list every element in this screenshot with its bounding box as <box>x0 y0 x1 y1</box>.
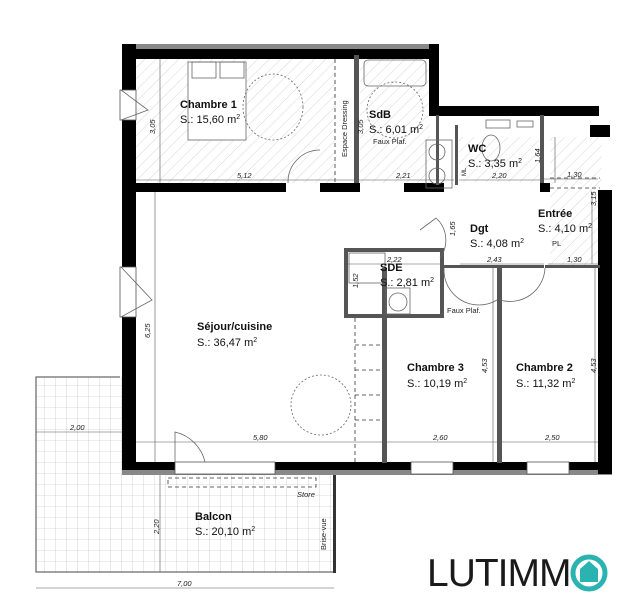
dim-sdb-height: 3,05 <box>356 119 365 134</box>
balcony-area <box>35 376 336 573</box>
dim-balcon-total-width: 7,00 <box>177 579 192 588</box>
room-area: S.: 2,81 m2 <box>380 277 435 289</box>
interior-walls <box>136 55 600 463</box>
room-entree: Entrée S.: 4,10 m2 <box>538 209 592 235</box>
room-area: S.: 3,35 m2 <box>468 158 523 170</box>
room-balcon: Balcon S.: 20,10 m2 <box>195 512 255 538</box>
room-sde: SDE S.: 2,81 m2 <box>380 263 434 289</box>
dim-chambre2-height: 4,53 <box>589 358 598 373</box>
room-sejour: Séjour/cuisine S.: 36,47 m2 <box>197 322 272 349</box>
room-chambre1: Chambre 1 S.: 15,60 m2 <box>180 100 240 126</box>
entree-hatch <box>550 137 602 267</box>
dim-entree-width-bottom: 1,30 <box>567 255 582 264</box>
brand-logo: LUTIMM <box>427 553 571 593</box>
room-chambre3: Chambre 3 S.: 10,19 m2 <box>407 363 467 390</box>
room-area: S.: 20,10 m2 <box>195 526 256 538</box>
room-name: Entrée <box>538 208 573 220</box>
room-name: Dgt <box>470 223 489 235</box>
dim-balcon-height: 2,20 <box>152 519 161 534</box>
dim-sejour-width: 5,80 <box>253 433 268 442</box>
logo-text: LUTIMM <box>427 551 571 595</box>
dim-sde-height: 1,52 <box>351 273 360 288</box>
room-area: S.: 10,19 m2 <box>407 378 468 390</box>
logo-house-icon <box>570 554 608 592</box>
dim-sejour-height: 6,25 <box>143 323 152 338</box>
room-name: Chambre 1 <box>180 99 237 111</box>
annotation-store: Store <box>297 490 315 499</box>
dashed-lines <box>167 59 600 488</box>
room-wc: WC S.: 3,35 m2 <box>468 144 522 170</box>
dim-wc-height: 1,64 <box>533 148 542 163</box>
dim-balcon-left-width: 2,00 <box>70 423 85 432</box>
room-name: Chambre 2 <box>516 362 573 374</box>
dim-chambre1-width: 5,12 <box>237 171 252 180</box>
room-area: S.: 36,47 m2 <box>197 337 258 349</box>
wc-hatch <box>459 137 539 182</box>
dim-chambre1-height: 3,05 <box>148 119 157 134</box>
windows <box>119 89 570 475</box>
fixtures <box>120 59 546 463</box>
room-name: WC <box>468 143 487 155</box>
room-name: Chambre 3 <box>407 362 464 374</box>
room-name: SDE <box>380 262 403 274</box>
dim-sdb-width: 2,21 <box>396 171 411 180</box>
sdb-hatch <box>360 59 430 183</box>
annotation-placard: PL <box>552 239 562 248</box>
annotation-dressing: Espace Dressing <box>340 100 349 157</box>
room-name: SdB <box>369 109 391 121</box>
room-sdb: SdB S.: 6,01 m2 Faux Plaf. <box>369 110 423 146</box>
room-dgt: Dgt S.: 4,08 m2 <box>470 224 524 250</box>
dim-entree-height: 3,15 <box>589 191 598 206</box>
annotation-machine: ML <box>462 167 468 176</box>
dim-dgt-height: 1,65 <box>448 221 457 236</box>
room-name: Séjour/cuisine <box>197 321 273 333</box>
annotation-brise-vue: Brise-vue <box>319 518 328 550</box>
room-chambre2: Chambre 2 S.: 11,32 m2 <box>516 363 575 390</box>
dim-wc-width: 2,20 <box>492 171 507 180</box>
dim-entree-width-top: 1,30 <box>567 170 582 179</box>
room-note: Faux Plaf. <box>373 137 407 146</box>
room-area: S.: 15,60 m2 <box>180 114 241 126</box>
dimension-lines <box>36 59 598 589</box>
room-area: S.: 11,32 m2 <box>516 378 576 390</box>
dim-chambre3-width: 2,60 <box>433 433 448 442</box>
room-name: Balcon <box>195 511 232 523</box>
room-area: S.: 4,08 m2 <box>470 238 525 250</box>
dim-sde-width: 2,22 <box>387 255 402 264</box>
dim-chambre3-height: 4,53 <box>480 358 489 373</box>
dim-chambre2-width: 2,50 <box>545 433 560 442</box>
annotation-faux-plafond: Faux Plaf. <box>447 306 481 315</box>
room-area: S.: 4,10 m2 <box>538 223 593 235</box>
dim-dgt-width: 2,43 <box>487 255 502 264</box>
room-area: S.: 6,01 m2 <box>369 124 424 136</box>
